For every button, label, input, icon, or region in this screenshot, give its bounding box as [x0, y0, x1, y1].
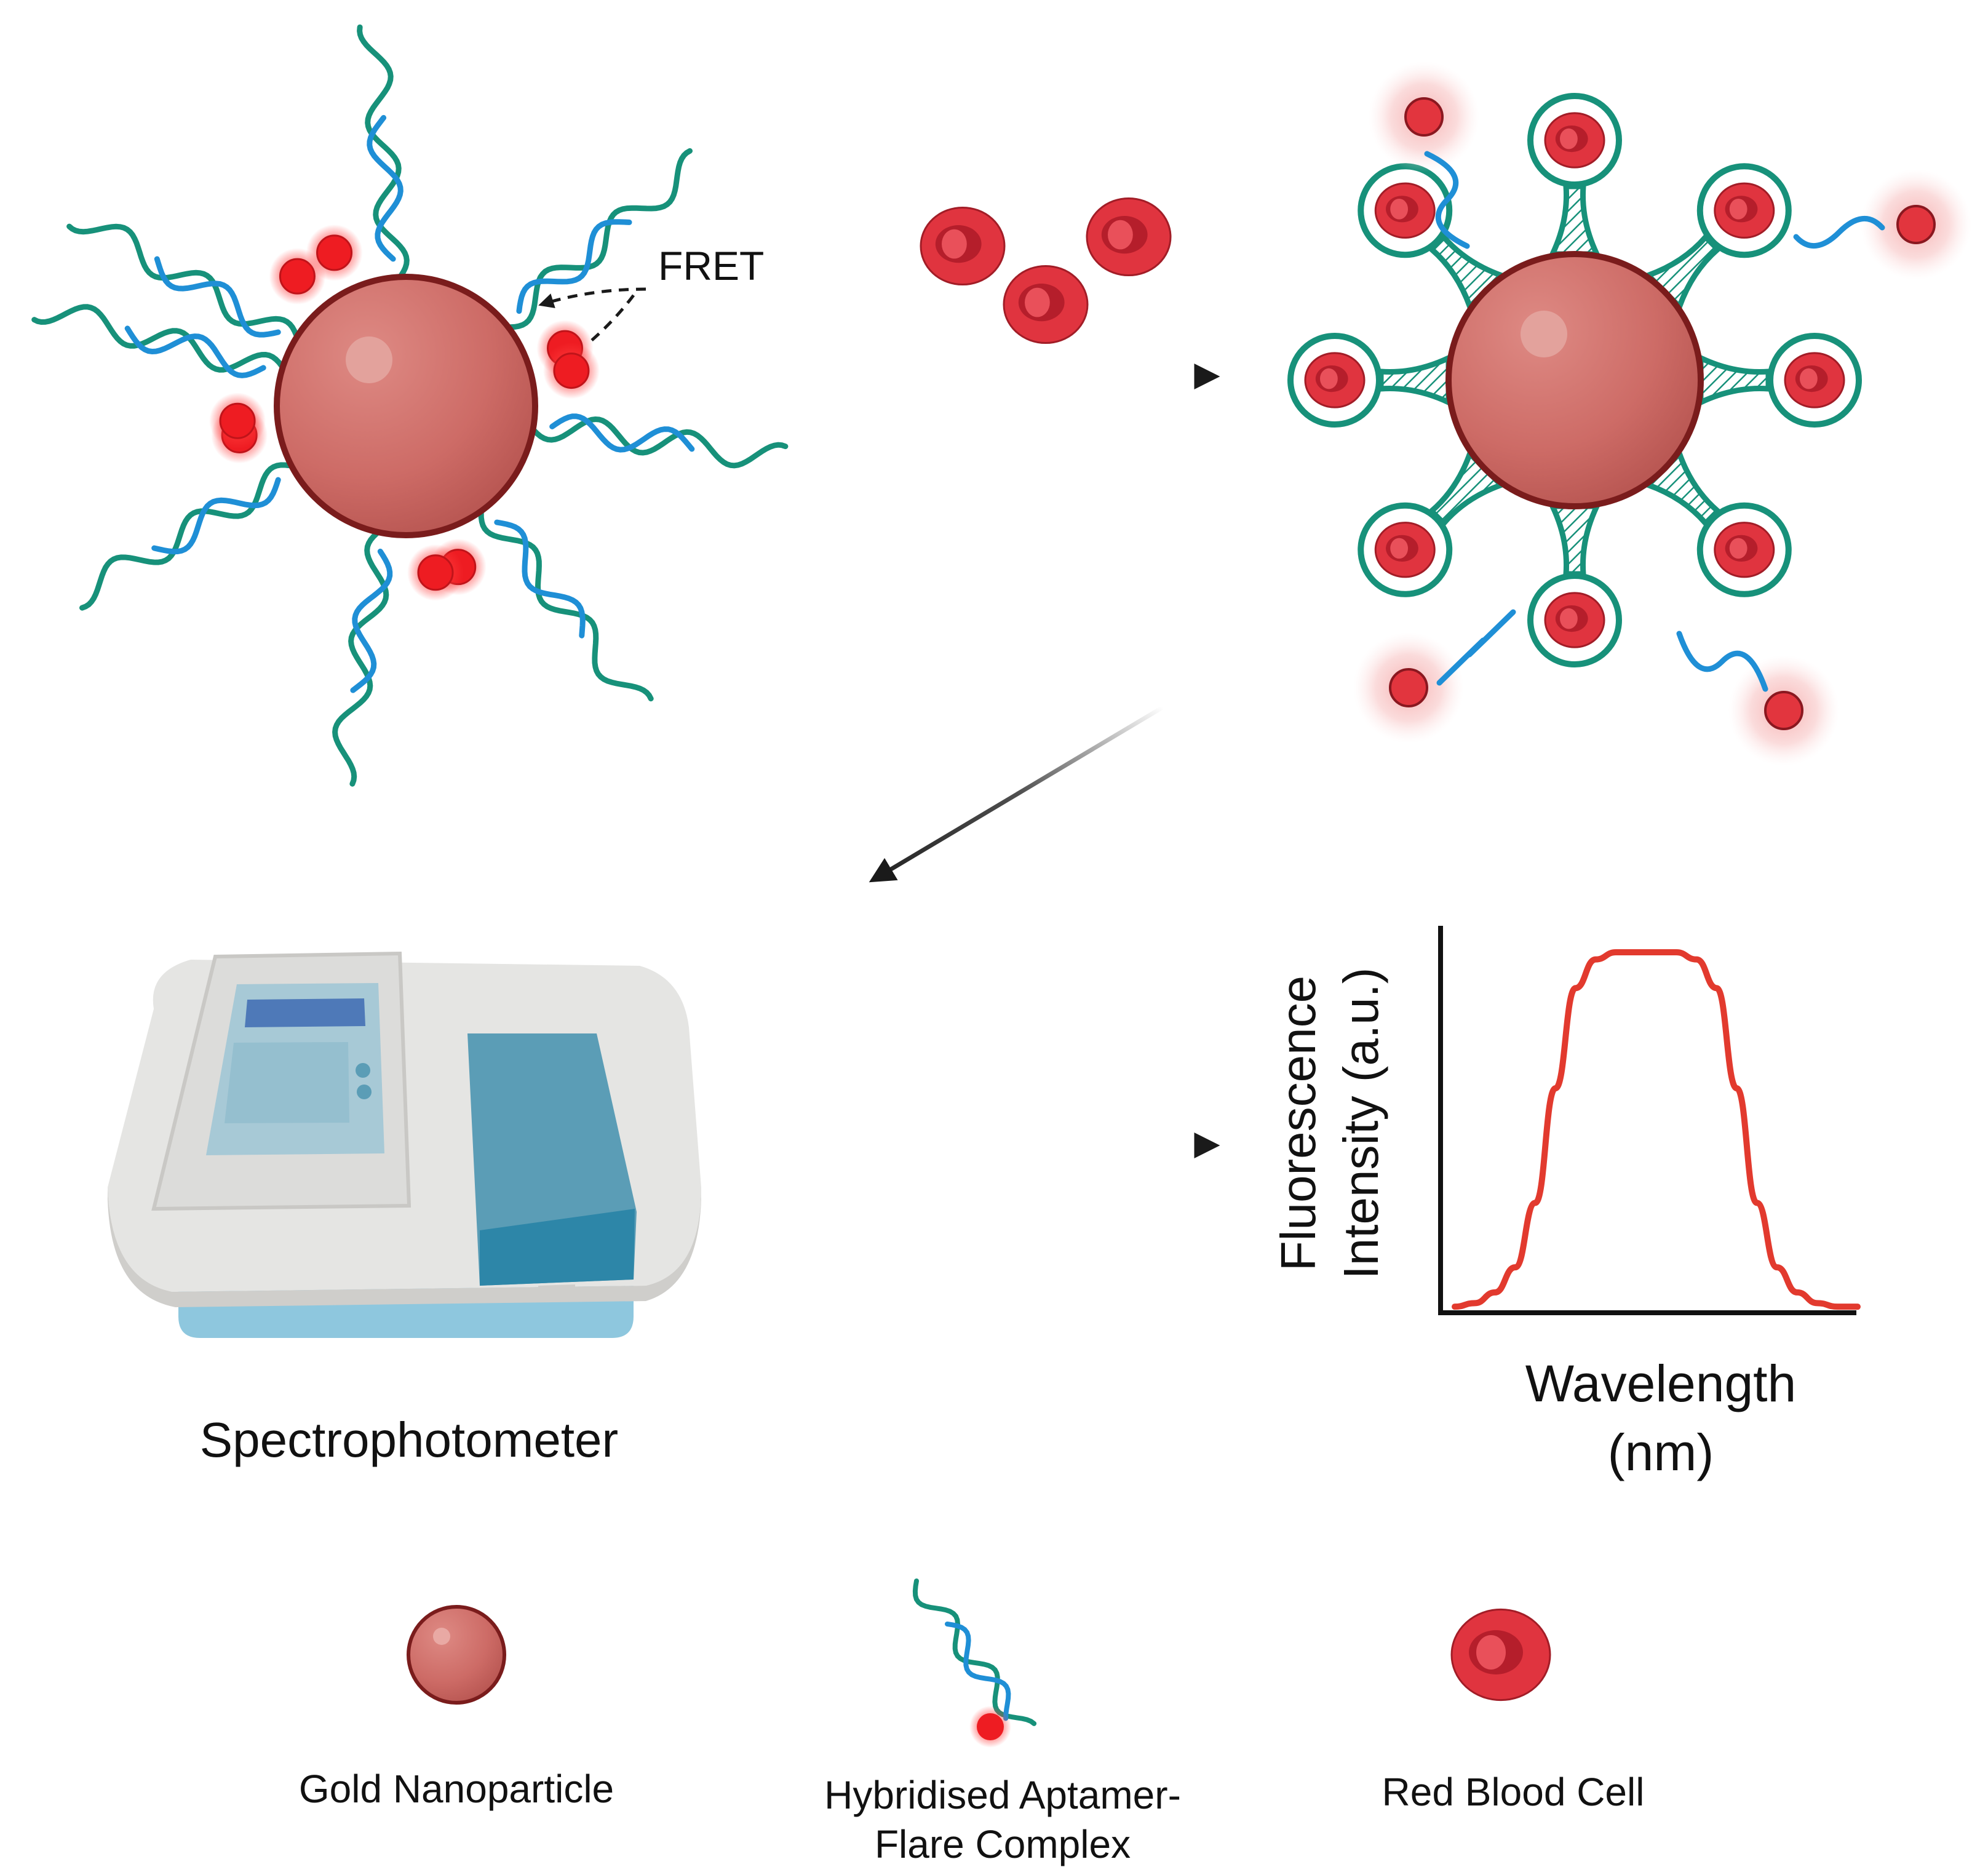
- x-axis-label-line2: (nm): [1608, 1423, 1714, 1481]
- flare-dot: [219, 402, 256, 439]
- spectrophotometer-illustration: Spectrophotometer: [108, 951, 701, 1467]
- aptamer-duplex-stem: [1698, 353, 1771, 407]
- legend-red-blood-cell-icon: [1450, 1608, 1551, 1702]
- gold-nanoparticle: [1445, 251, 1704, 509]
- legend-nanoparticle-highlight: [433, 1628, 450, 1645]
- flare-strand: [350, 548, 393, 693]
- legend-item-gold-nanoparticle: Gold Nanoparticle: [299, 1605, 614, 1811]
- released-flare-strand: [1793, 216, 1885, 249]
- rbc-highlight: [1108, 220, 1133, 250]
- legend-label-aptamer-line2: Flare Complex: [875, 1822, 1131, 1866]
- flare-strand: [494, 519, 586, 639]
- aptamer-strand: [66, 223, 303, 348]
- added-red-blood-cells: [920, 197, 1172, 344]
- aptamer-duplex-stem: [1378, 353, 1452, 407]
- captured-red-blood-cell: [1784, 352, 1845, 408]
- process-arrow-2: [869, 705, 1164, 883]
- instrument-lid-lower: [480, 1209, 635, 1286]
- aptamer-duplex-stem: [1548, 503, 1602, 577]
- flare-strand: [549, 413, 695, 453]
- legend-label-aptamer-line1: Hybridised Aptamer-: [824, 1773, 1181, 1817]
- rbc-highlight: [1729, 199, 1747, 220]
- legend-label-gold-nanoparticle: Gold Nanoparticle: [299, 1767, 614, 1811]
- panel-rbc-bound-nanoparticle: [1287, 62, 1971, 766]
- instrument-knob-2: [357, 1085, 372, 1099]
- instrument-label: Spectrophotometer: [200, 1412, 618, 1467]
- rbc-highlight: [1320, 368, 1338, 389]
- rbc-highlight: [1729, 538, 1747, 559]
- flare-strand: [516, 219, 632, 314]
- fret-annotation: FRET: [538, 243, 764, 343]
- released-flare-strand: [1424, 151, 1470, 249]
- rbc-highlight: [1560, 608, 1578, 629]
- aptamer-strand: [525, 416, 789, 469]
- captured-red-blood-cell: [1714, 522, 1775, 578]
- flare-dot: [553, 352, 590, 389]
- nanoparticle-highlight: [1521, 311, 1567, 357]
- legend-label-red-blood-cell: Red Blood Cell: [1382, 1770, 1645, 1814]
- aptamer-strand: [79, 462, 303, 611]
- captured-red-blood-cell: [1544, 112, 1605, 169]
- captured-red-blood-cell: [1374, 182, 1436, 239]
- rbc-highlight: [1025, 287, 1050, 317]
- aptamer-strand: [497, 148, 693, 330]
- legend-flare-dot: [977, 1713, 1004, 1740]
- captured-red-blood-cell: [1374, 522, 1436, 578]
- flare-dot: [316, 234, 353, 271]
- captured-red-blood-cell: [1544, 592, 1605, 648]
- released-flare-strand: [1676, 631, 1768, 692]
- rbc-highlight: [1390, 538, 1409, 559]
- nanoparticle-highlight: [346, 336, 392, 383]
- instrument-body-shade: [108, 1187, 701, 1307]
- aptamer-strand: [478, 500, 654, 702]
- aptamer-duplex-stem: [1548, 183, 1602, 257]
- fret-label: FRET: [658, 243, 764, 289]
- fret-dashed-arrow-2: [589, 294, 635, 343]
- released-flare-dot: [1896, 205, 1936, 244]
- legend-aptamer-strand: [912, 1578, 1037, 1726]
- legend-item-aptamer-flare: Hybridised Aptamer- Flare Complex: [824, 1578, 1181, 1866]
- aptamer-strand: [31, 304, 290, 377]
- y-axis-label-line1: Fluorescence: [1271, 976, 1326, 1271]
- released-flare-dot: [1404, 97, 1444, 137]
- flare-strand: [151, 477, 281, 555]
- rbc-highlight: [1560, 128, 1578, 149]
- red-blood-cell: [920, 206, 1006, 286]
- aptamer-strand: [357, 24, 410, 287]
- fluorescence-spectrum-chart: Fluorescence Intensity (a.u.) Wavelength…: [1271, 926, 1861, 1481]
- instrument-knob-1: [356, 1063, 370, 1078]
- rbc-highlight: [1476, 1635, 1506, 1670]
- captured-red-blood-cell: [1304, 352, 1366, 408]
- red-blood-cell: [1003, 265, 1089, 344]
- released-flare-dot: [1389, 668, 1428, 707]
- rbc-highlight: [942, 229, 967, 259]
- fret-dashed-arrow-1: [538, 287, 646, 308]
- released-flare-dot: [1764, 691, 1803, 730]
- flare-dot: [417, 554, 454, 591]
- instrument-screen-lower: [225, 1042, 349, 1123]
- panel-hybridised-nanoparticle: [31, 24, 789, 787]
- aptamer-strand: [332, 524, 389, 787]
- red-blood-cell: [1086, 197, 1172, 277]
- legend-nanoparticle-icon: [407, 1605, 506, 1705]
- x-axis-label-line1: Wavelength: [1525, 1355, 1796, 1412]
- captured-red-blood-cell: [1714, 182, 1775, 239]
- instrument-screen: [245, 998, 365, 1027]
- legend-flare-strand: [945, 1622, 1011, 1721]
- flare-strand: [124, 325, 266, 378]
- instrument-handle: [538, 1284, 575, 1298]
- flare-strand: [367, 114, 404, 262]
- flare-strand: [154, 256, 281, 338]
- released-flare-strand: [1436, 609, 1516, 686]
- legend: Gold Nanoparticle Hybridised Aptamer- Fl…: [299, 1578, 1645, 1866]
- rbc-highlight: [1800, 368, 1818, 389]
- rbc-highlight: [1390, 199, 1409, 220]
- spectrum-curve: [1452, 949, 1861, 1310]
- gold-nanoparticle: [274, 274, 538, 538]
- flare-dot: [279, 258, 316, 295]
- legend-item-red-blood-cell: Red Blood Cell: [1382, 1608, 1645, 1814]
- y-axis-label-line2: Intensity (a.u.): [1334, 968, 1388, 1280]
